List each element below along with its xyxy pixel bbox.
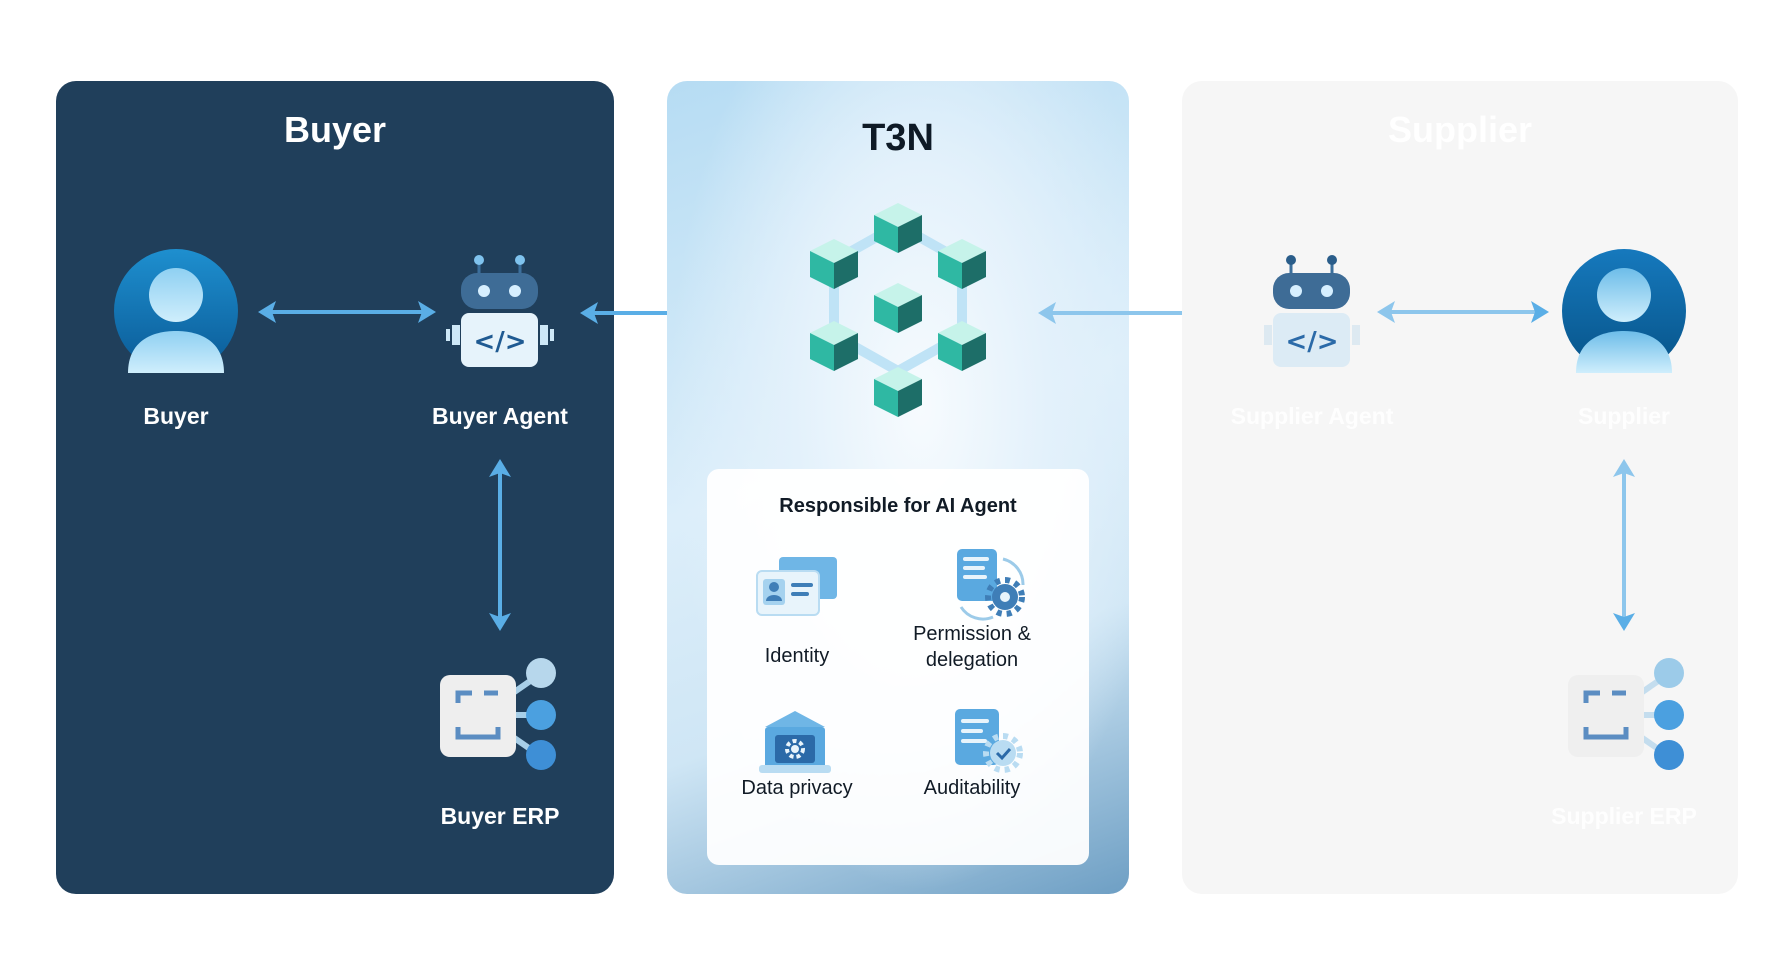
buyer-panel: Buyer Buyer </> Buyer Agent <box>56 81 614 894</box>
user-avatar-icon <box>1562 249 1686 373</box>
document-gear-icon <box>957 549 1025 621</box>
buyer-erp-label: Buyer ERP <box>440 803 560 829</box>
privacy-gear-icon <box>759 711 831 773</box>
network-cubes-icon <box>810 203 986 417</box>
supplier-erp-label: Supplier ERP <box>1551 803 1697 829</box>
buyer-person-label: Buyer <box>143 403 209 429</box>
agent-to-erp-arrow <box>489 459 511 631</box>
audit-document-icon <box>955 709 1023 773</box>
supplier-agent-to-person-arrow <box>1377 301 1549 323</box>
id-card-icon <box>756 557 837 616</box>
responsibility-card: Responsible for AI Agent Identity Permis… <box>707 469 1089 865</box>
buyer-panel-title: Buyer <box>283 109 387 150</box>
supplier-panel-title: Supplier <box>1387 109 1533 150</box>
supplier-agent-label: Supplier Agent <box>1230 403 1394 429</box>
erp-icon <box>440 658 556 770</box>
feature-label-data-privacy: Data privacy <box>741 777 853 799</box>
supplier-panel: Supplier </> Supplier Agent Supplier <box>1182 81 1738 894</box>
erp-icon <box>1568 658 1684 770</box>
supplier-person-to-erp-arrow <box>1613 459 1635 631</box>
robot-icon: </> <box>1264 255 1360 367</box>
svg-text:</>: </> <box>473 327 526 357</box>
buyer-to-agent-arrow <box>258 301 436 323</box>
t3n-panel: T3N Responsible for AI Agent Identity <box>667 81 1129 894</box>
supplier-person-label: Supplier <box>1577 403 1670 429</box>
robot-icon: </> <box>446 255 554 367</box>
feature-label-identity: Identity <box>764 645 830 667</box>
svg-text:</>: </> <box>1285 327 1338 357</box>
feature-label-permission: Permission & delegation <box>913 623 1031 671</box>
responsibility-card-title: Responsible for AI Agent <box>779 495 1017 517</box>
feature-label-auditability: Auditability <box>923 777 1021 799</box>
buyer-agent-label: Buyer Agent <box>432 403 568 429</box>
t3n-panel-title: T3N <box>862 117 934 159</box>
user-avatar-icon <box>114 249 238 373</box>
